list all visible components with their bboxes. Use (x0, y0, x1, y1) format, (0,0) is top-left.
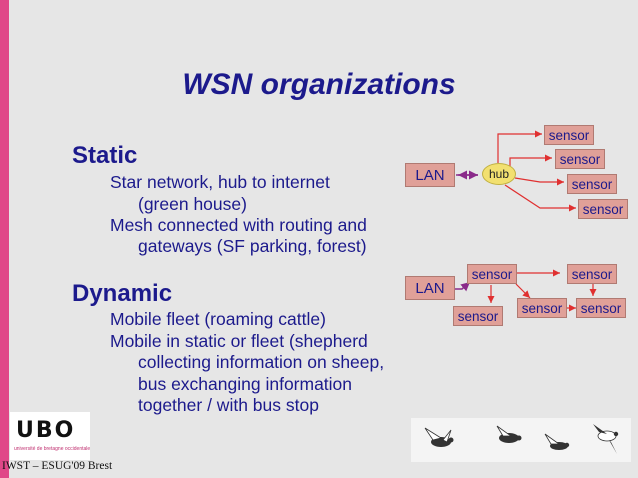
birds-image (411, 418, 631, 462)
star-sensor-node: sensor (567, 174, 617, 194)
birds-illustration (424, 424, 619, 454)
star-sensor-node: sensor (555, 149, 605, 169)
footer-text: IWST – ESUG'09 Brest (2, 460, 113, 472)
star-sensor-node: sensor (578, 199, 628, 219)
ubo-logo-subtitle: université de bretagne occidentale (14, 446, 91, 452)
accent-sidebar (0, 0, 9, 478)
static-heading: Static (72, 142, 138, 169)
dynamic-line: Mobile in static or fleet (shepherd (110, 331, 368, 351)
mesh-sensor-node: sensor (517, 298, 567, 318)
star-lan-node: LAN (405, 163, 455, 187)
mesh-sensor-node: sensor (467, 264, 517, 284)
mesh-sensor-node: sensor (567, 264, 617, 284)
static-line: Mesh connected with routing and (110, 215, 367, 235)
mesh-sensor-node: sensor (453, 306, 503, 326)
star-hub-node: hub (482, 163, 516, 185)
static-line: gateways (SF parking, forest) (138, 236, 367, 256)
ubo-logo (10, 412, 90, 460)
static-line: Star network, hub to internet (110, 172, 330, 192)
dynamic-line: collecting information on sheep, (138, 352, 385, 372)
static-line: (green house) (138, 194, 247, 214)
dynamic-line: together / with bus stop (138, 395, 319, 415)
slide-title: WSN organizations (182, 68, 456, 101)
star-sensor-node: sensor (544, 125, 594, 145)
dynamic-line: Mobile fleet (roaming cattle) (110, 309, 326, 329)
dynamic-line: bus exchanging information (138, 374, 353, 394)
dynamic-heading: Dynamic (72, 280, 173, 307)
mesh-lan-node: LAN (405, 276, 455, 300)
ubo-logo-text: UBO (16, 418, 76, 443)
mesh-sensor-node: sensor (576, 298, 626, 318)
